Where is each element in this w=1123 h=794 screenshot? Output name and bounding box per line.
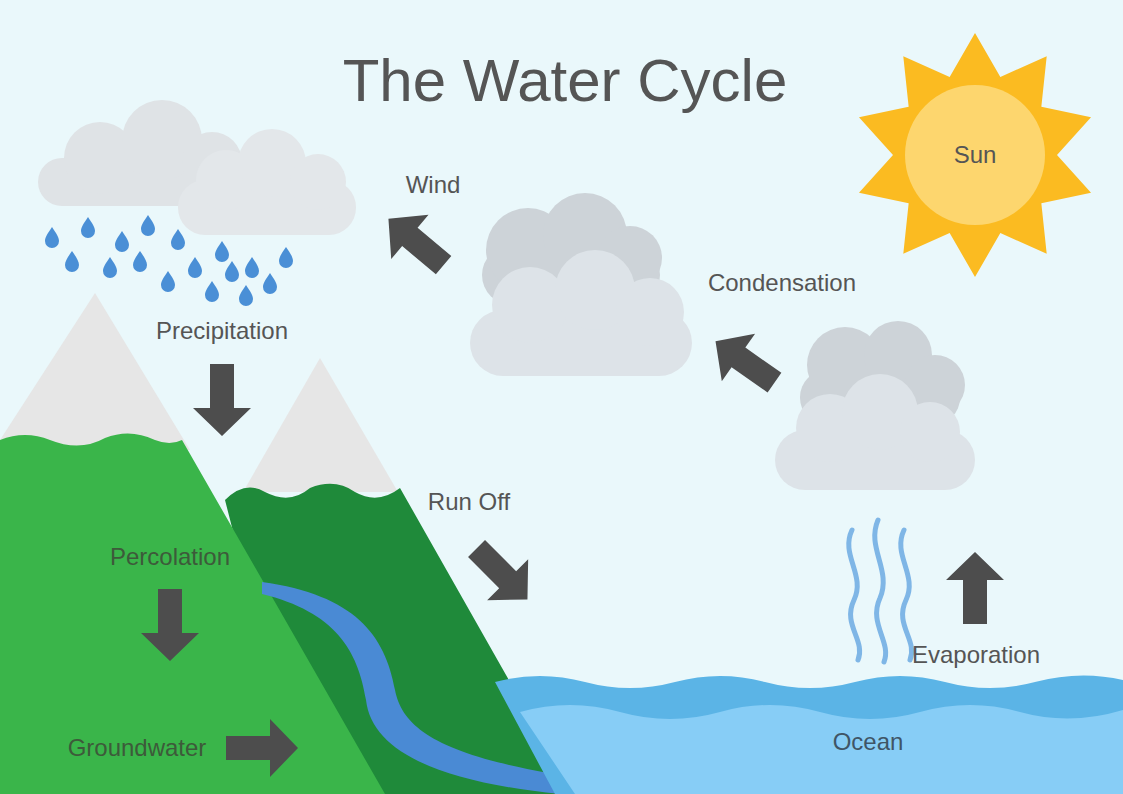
flow-arrows [141, 197, 1004, 777]
process-label: Evaporation [912, 641, 1040, 669]
rain-drops [45, 215, 293, 306]
process-label: Run Off [428, 488, 510, 516]
cloud [775, 374, 975, 490]
process-label: Groundwater [68, 734, 207, 762]
sun-circle: Sun [905, 85, 1045, 225]
rain-cloud [178, 129, 356, 235]
sun-star [859, 33, 1091, 277]
snow-cap [0, 293, 190, 450]
snow-cap [243, 358, 398, 492]
node-label: Ocean [833, 728, 904, 756]
process-label: Percolation [110, 543, 230, 571]
ocean-region: Ocean [808, 722, 928, 762]
vapour-lines [849, 520, 912, 662]
cloud [470, 250, 692, 376]
diagram-title: The Water Cycle [343, 46, 788, 115]
ocean-surface [495, 675, 1123, 794]
sun-rays [859, 33, 1091, 277]
process-label: Wind [406, 171, 461, 199]
node-label: Sun [954, 141, 997, 169]
ocean-water [520, 705, 1123, 794]
process-label: Condensation [708, 269, 856, 297]
process-label: Precipitation [156, 317, 288, 345]
